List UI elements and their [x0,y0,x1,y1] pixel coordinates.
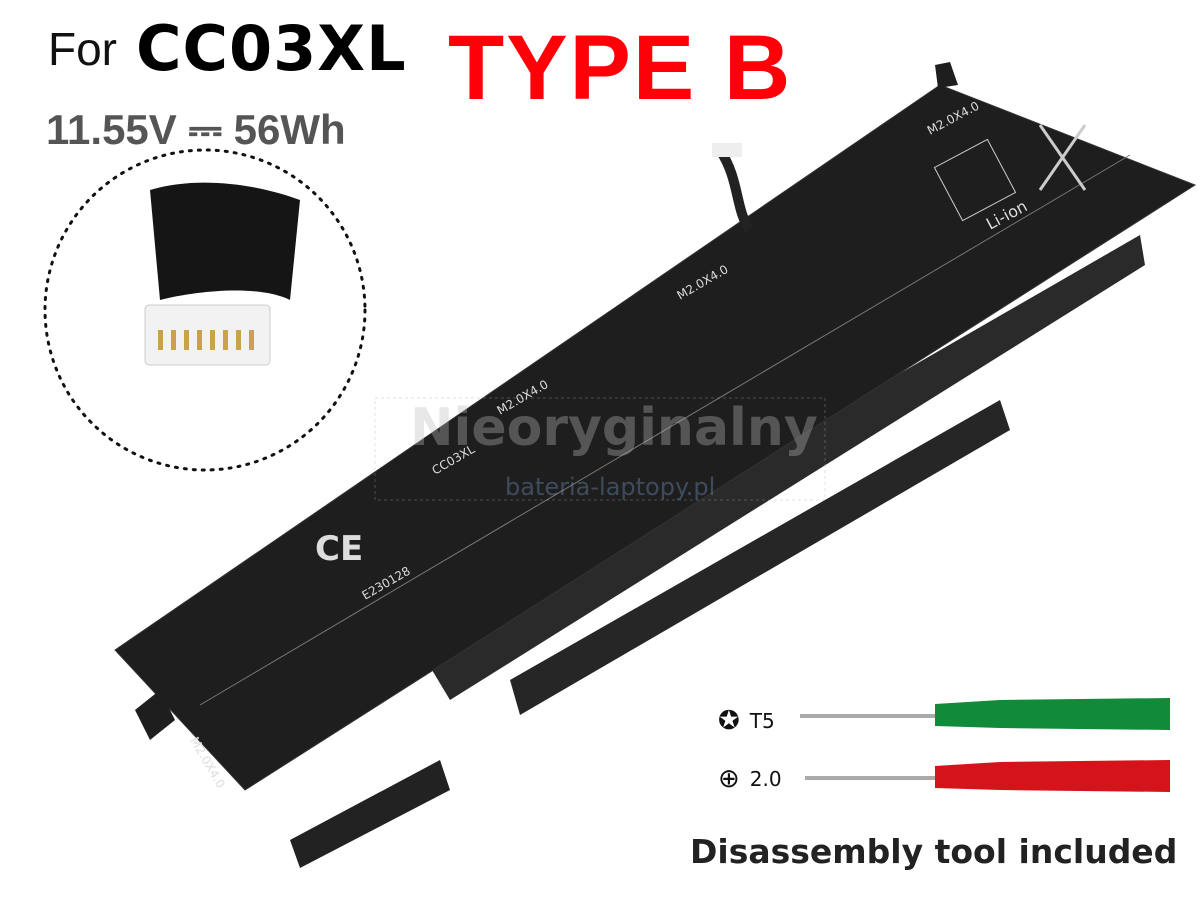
for-label: For [48,23,117,75]
screwdriver-phillips [805,760,1170,792]
model-title: CC03XL [136,12,407,85]
phillips-icon: ⊕ [718,764,740,794]
torx-icon: ✪ [718,706,740,736]
tool-t5: ✪ T5 [718,706,775,736]
connector-inset [43,148,367,472]
no-trash-icon [1038,124,1087,191]
type-label: TYPE B [448,17,793,119]
svg-text:Nieoryginalny: Nieoryginalny [410,398,818,458]
watermark: Nieoryginalny bateria-laptopy.pl [374,397,826,501]
caption: Disassembly tool included [690,832,1178,871]
svg-text:bateria-laptopy.pl: bateria-laptopy.pl [505,473,715,501]
ce-mark-icon: CE [315,529,363,569]
recycle-icon [933,138,1017,222]
tool-label: T5 [749,709,775,733]
battery: M2.0X4.0 M2.0X4.0 M2.0X4.0 M2.0X4.0 CC03… [114,62,1197,868]
spec-label: 11.55V ⎓ 56Wh [46,106,346,153]
tool-phillips: ⊕ 2.0 [718,764,782,794]
screwdriver-t5 [800,698,1170,730]
tool-label: 2.0 [749,767,782,791]
